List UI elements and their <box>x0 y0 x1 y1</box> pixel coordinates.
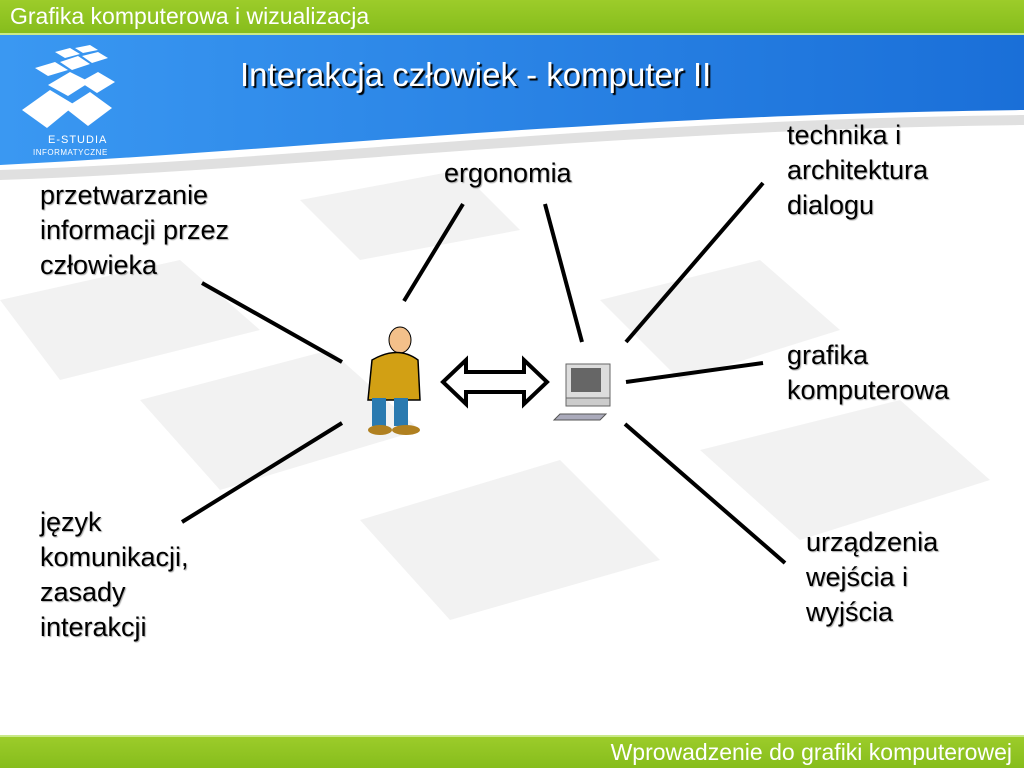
label-devices: urządzenia wejścia i wyjścia <box>806 527 939 627</box>
logo-subtext: INFORMATYCZNE <box>33 148 108 157</box>
label-dialog: technika i architektura dialogu <box>787 120 929 220</box>
connector-lines <box>180 181 787 565</box>
label-language: język komunikacji, zasady interakcji <box>40 507 189 642</box>
slide-title: Interakcja człowiek - komputer II <box>240 56 712 93</box>
header-band <box>0 35 1024 165</box>
floor-tiles <box>0 170 990 620</box>
label-processing: przetwarzanie informacji przez człowieka <box>40 180 230 280</box>
logo-text: E-STUDIA <box>48 134 108 146</box>
logo-icon <box>22 45 115 128</box>
label-ergonomics: ergonomia <box>444 158 572 188</box>
label-graphics: grafika komputerowa <box>787 340 950 405</box>
course-title-bar: Grafika komputerowa i wizualizacja <box>0 0 1024 35</box>
footer-bar: Wprowadzenie do grafiki komputerowej <box>0 735 1024 768</box>
computer-icon <box>552 363 611 421</box>
person-icon <box>367 326 421 435</box>
double-arrow-icon <box>440 355 550 409</box>
